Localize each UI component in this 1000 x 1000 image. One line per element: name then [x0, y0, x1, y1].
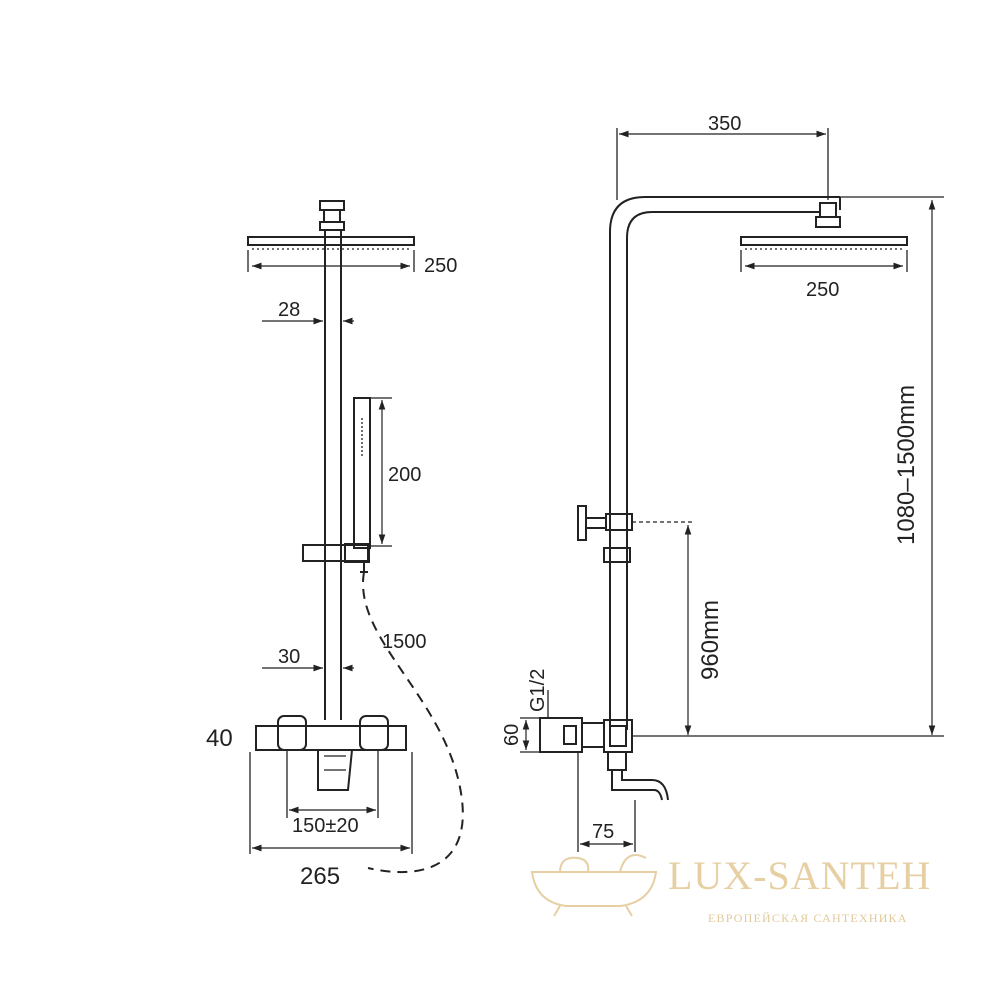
wall-connection — [539, 717, 944, 753]
watermark-tagline: ЕВРОПЕЙСКАЯ САНТЕХНИКА — [708, 911, 908, 925]
top-mount — [319, 200, 345, 231]
label-total-width: 265 — [300, 863, 340, 890]
label-arm-reach: 350 — [708, 113, 741, 135]
side-view: 350 250 1080–1500mm — [501, 113, 944, 852]
label-spout-offset: 75 — [592, 821, 614, 843]
diverter-valve — [577, 505, 633, 563]
riser-pipe — [324, 230, 342, 720]
label-hose-length: 1500 — [382, 631, 427, 653]
label-hand-shower-length: 200 — [388, 464, 421, 486]
label-mixer-height: 40 — [206, 725, 233, 752]
bathtub-logo — [530, 854, 658, 917]
side-shower-head — [740, 236, 908, 272]
label-thread: G1/2 — [527, 669, 549, 712]
label-pipe-lower: 30 — [278, 646, 300, 668]
slide-holder — [302, 543, 370, 563]
label-front-head-width: 250 — [424, 255, 457, 277]
hose — [360, 562, 464, 874]
side-head-connector — [815, 202, 841, 228]
mixer-body — [255, 715, 407, 791]
label-height-range: 1080–1500mm — [893, 385, 920, 545]
front-view: 250 28 200 1500 — [206, 200, 464, 890]
watermark: LUX-SANTEH ЕВРОПЕЙСКАЯ САНТЕХНИКА — [530, 853, 931, 925]
spout — [607, 751, 669, 801]
label-inlet-spacing: 150±20 — [292, 815, 359, 837]
shower-arm — [609, 196, 841, 730]
watermark-brand: LUX-SANTEH — [668, 853, 931, 898]
label-connection-height: 60 — [501, 724, 523, 746]
front-shower-head — [247, 236, 415, 272]
label-pipe-upper: 28 — [278, 299, 300, 321]
label-side-head-width: 250 — [806, 279, 839, 301]
hand-shower — [353, 397, 392, 549]
label-diverter-height: 960mm — [697, 600, 724, 680]
